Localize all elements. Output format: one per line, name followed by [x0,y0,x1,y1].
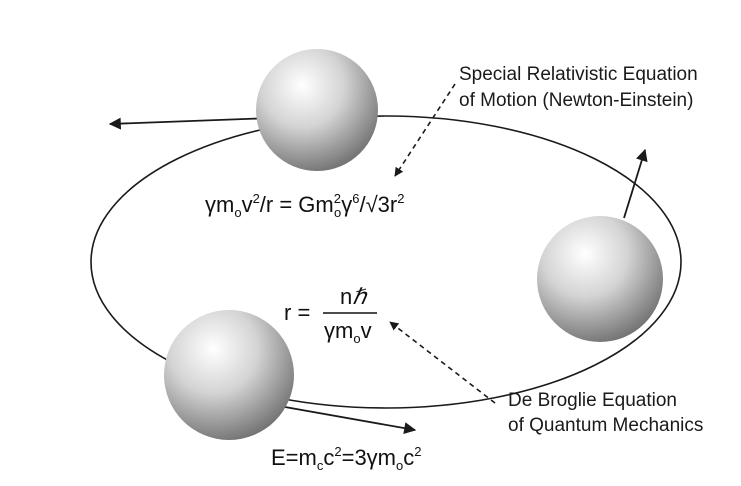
equation-energy: E=mcc2=3γmoc2 [271,444,421,473]
annotation-de-broglie-line1: De Broglie Equation [508,390,677,411]
velocity-arrow-bottom [267,403,417,435]
sphere-top [256,49,378,171]
annotation-special-relativity-line2: of Motion (Newton-Einstein) [459,90,693,111]
annotation-special-relativity-line1: Special Relativistic Equation [459,64,698,85]
orbit-ellipse [90,115,682,409]
sphere-bottom-left [164,310,294,440]
annotation-de-broglie-line2: of Quantum Mechanics [508,415,703,436]
equation-radius-lhs: r = [284,300,310,325]
pointer-arrow-de-broglie [389,321,496,404]
sphere-right [537,216,663,342]
pointer-arrow-special-relativity [394,83,456,177]
equation-radius-numerator: nℏ [340,284,368,309]
velocity-arrow-right [623,148,648,219]
equation-radius-denominator: γmov [324,318,372,346]
